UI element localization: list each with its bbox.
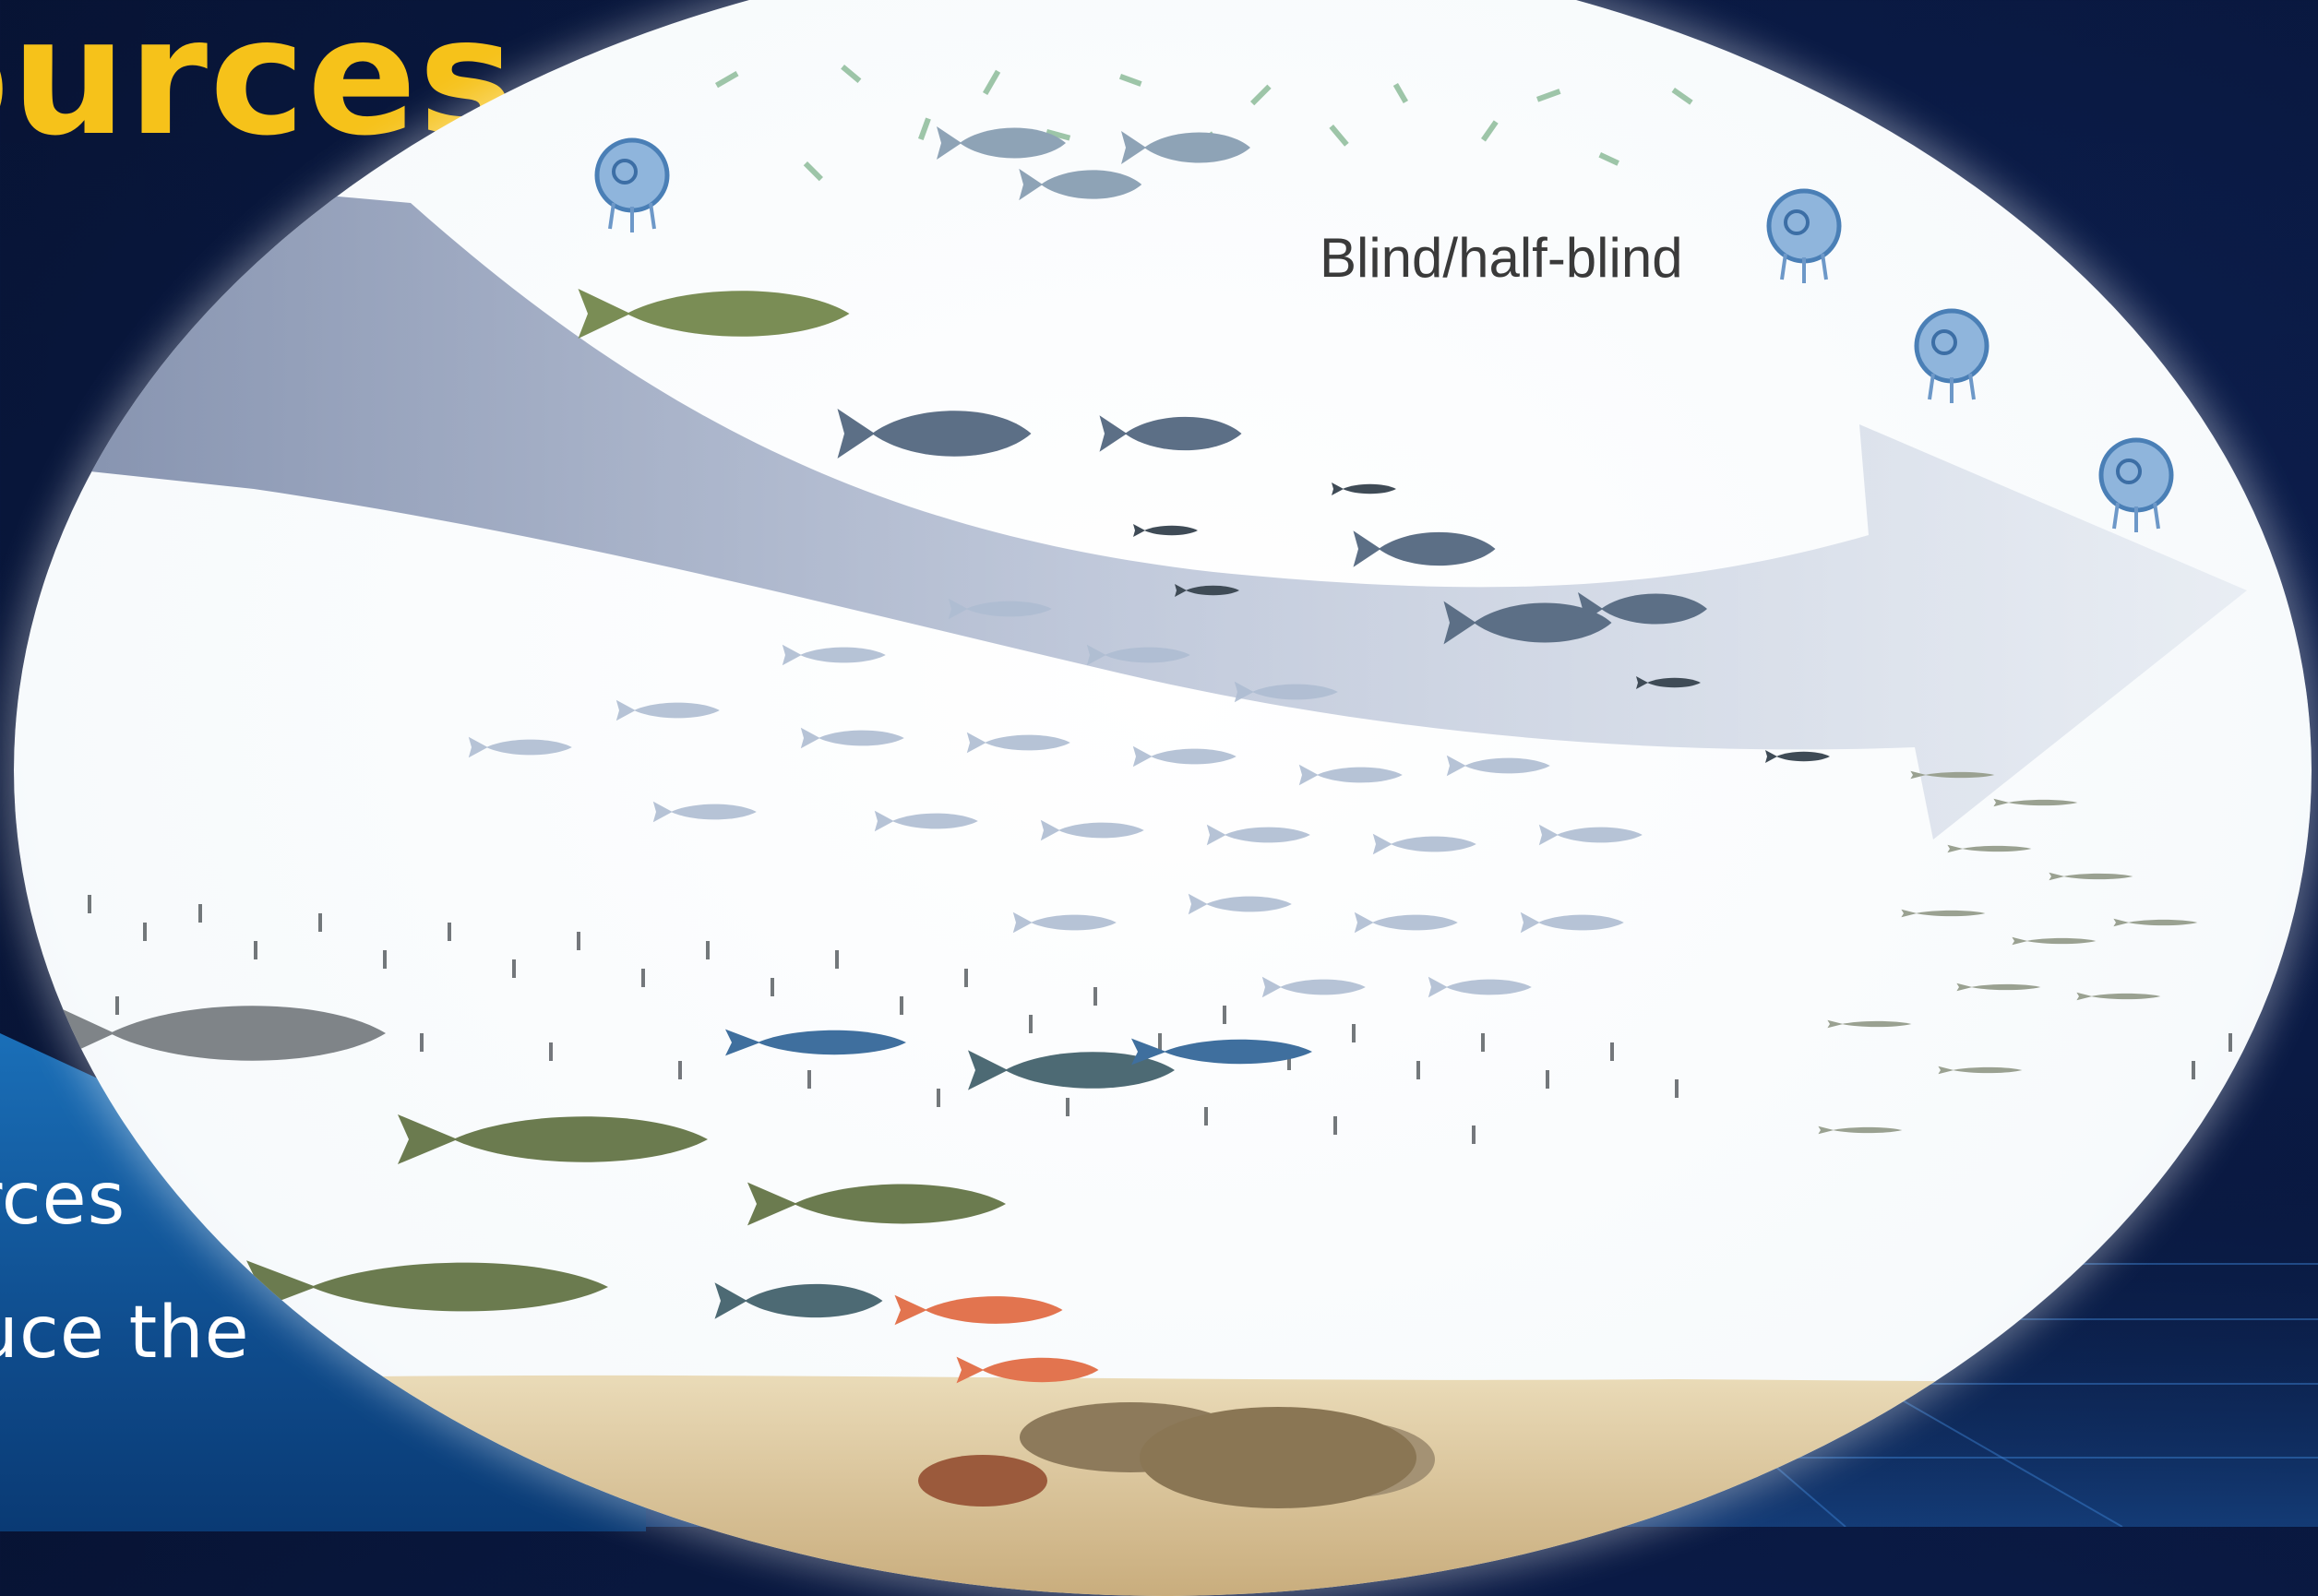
zooplankton-layer <box>88 895 2269 1144</box>
fish-school-drawing <box>14 0 2312 1596</box>
ecosystem-illustration: Blind/half-blind <box>14 0 2312 1596</box>
jellyfish-4 <box>2101 440 2171 532</box>
jellyfish-1 <box>597 140 667 232</box>
decline-arrow <box>14 166 2247 840</box>
jellyfish-3 <box>1917 311 1987 403</box>
plankton-layer <box>715 65 1693 181</box>
small-fish-school <box>1818 771 2197 1134</box>
blind-half-blind-label: Blind/half-blind <box>1320 226 1683 290</box>
jellyfish-2 <box>1769 191 1839 283</box>
